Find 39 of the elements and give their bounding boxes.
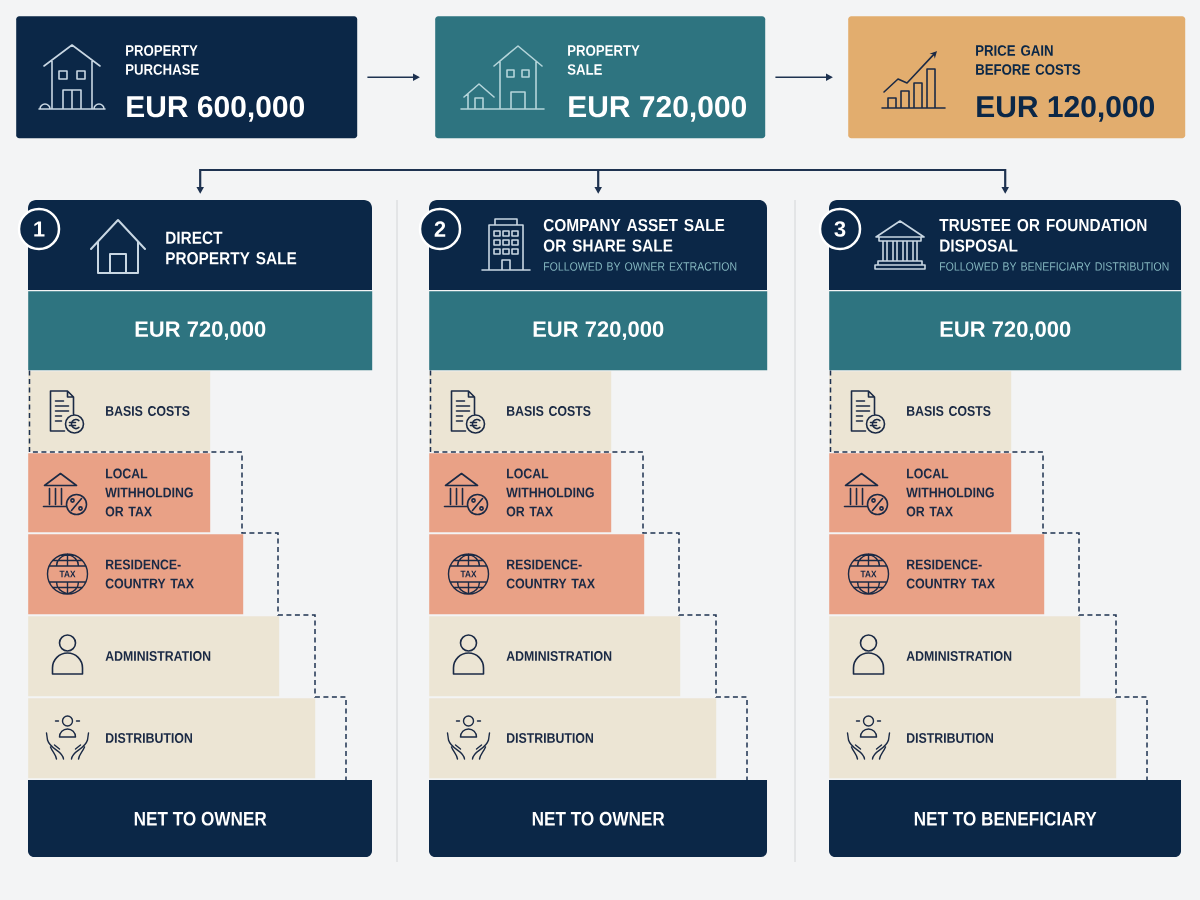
icon-label: TAX: [59, 570, 76, 578]
amount-band: EUR 720,000: [829, 291, 1182, 371]
cost-bar: DISTRIBUTION: [429, 698, 717, 779]
number-badge: 1: [17, 207, 61, 251]
node-label: DISTRIBUTION: [507, 733, 593, 743]
node-label: DISTRIBUTION: [907, 733, 993, 743]
node-label: ADMINISTRATION: [906, 651, 1012, 661]
result-bar: NET TO OWNER: [429, 780, 767, 857]
icon-label: TAX: [460, 570, 477, 578]
cost-bar: BASIS COSTS: [829, 371, 1012, 452]
node-label: ADMINISTRATION: [506, 651, 612, 661]
cost-bar: ADMINISTRATION: [429, 616, 681, 697]
cost-bar: LOCAL WITHHOLDING OR TAX: [429, 453, 612, 533]
node-label: ADMINISTRATION: [105, 651, 211, 661]
summary-card: PROPERTY SALE EUR 720,000: [435, 16, 766, 139]
cost-bar: LOCAL WITHHOLDING OR TAX: [28, 453, 211, 533]
icon-label: TAX: [860, 570, 877, 578]
cost-bar: DISTRIBUTION: [829, 698, 1117, 779]
result-bar: NET TO BENEFICIARY: [829, 780, 1181, 857]
summary-card: PROPERTY PURCHASE EUR 600,000: [16, 16, 358, 139]
number-badge: 2: [418, 207, 462, 251]
dashed-step-line: [28, 369, 347, 781]
dashed-step-line: [429, 369, 748, 781]
amount-band: EUR 720,000: [429, 291, 768, 371]
node-label: LOCAL WITHHOLDING OR TAX: [506, 468, 594, 517]
result-bar: NET TO OWNER: [28, 780, 372, 857]
number-badge: 3: [818, 207, 862, 251]
node-label: LOCAL WITHHOLDING OR TAX: [906, 468, 994, 517]
node-label: LOCAL WITHHOLDING OR TAX: [105, 468, 193, 517]
amount-band: EUR 720,000: [28, 291, 373, 371]
cost-bar: BASIS COSTS: [28, 371, 211, 452]
cost-bar: ADMINISTRATION: [28, 616, 280, 697]
cost-bar: LOCAL WITHHOLDING OR TAX: [829, 453, 1012, 533]
node-label: DISTRIBUTION: [106, 733, 192, 743]
summary-card: PRICE GAIN BEFORE COSTS EUR 120,000: [848, 16, 1186, 139]
cost-bar: DISTRIBUTION: [28, 698, 316, 779]
dashed-step-line: [829, 369, 1148, 781]
cost-bar: BASIS COSTS: [429, 371, 612, 452]
cost-bar: ADMINISTRATION: [829, 616, 1081, 697]
